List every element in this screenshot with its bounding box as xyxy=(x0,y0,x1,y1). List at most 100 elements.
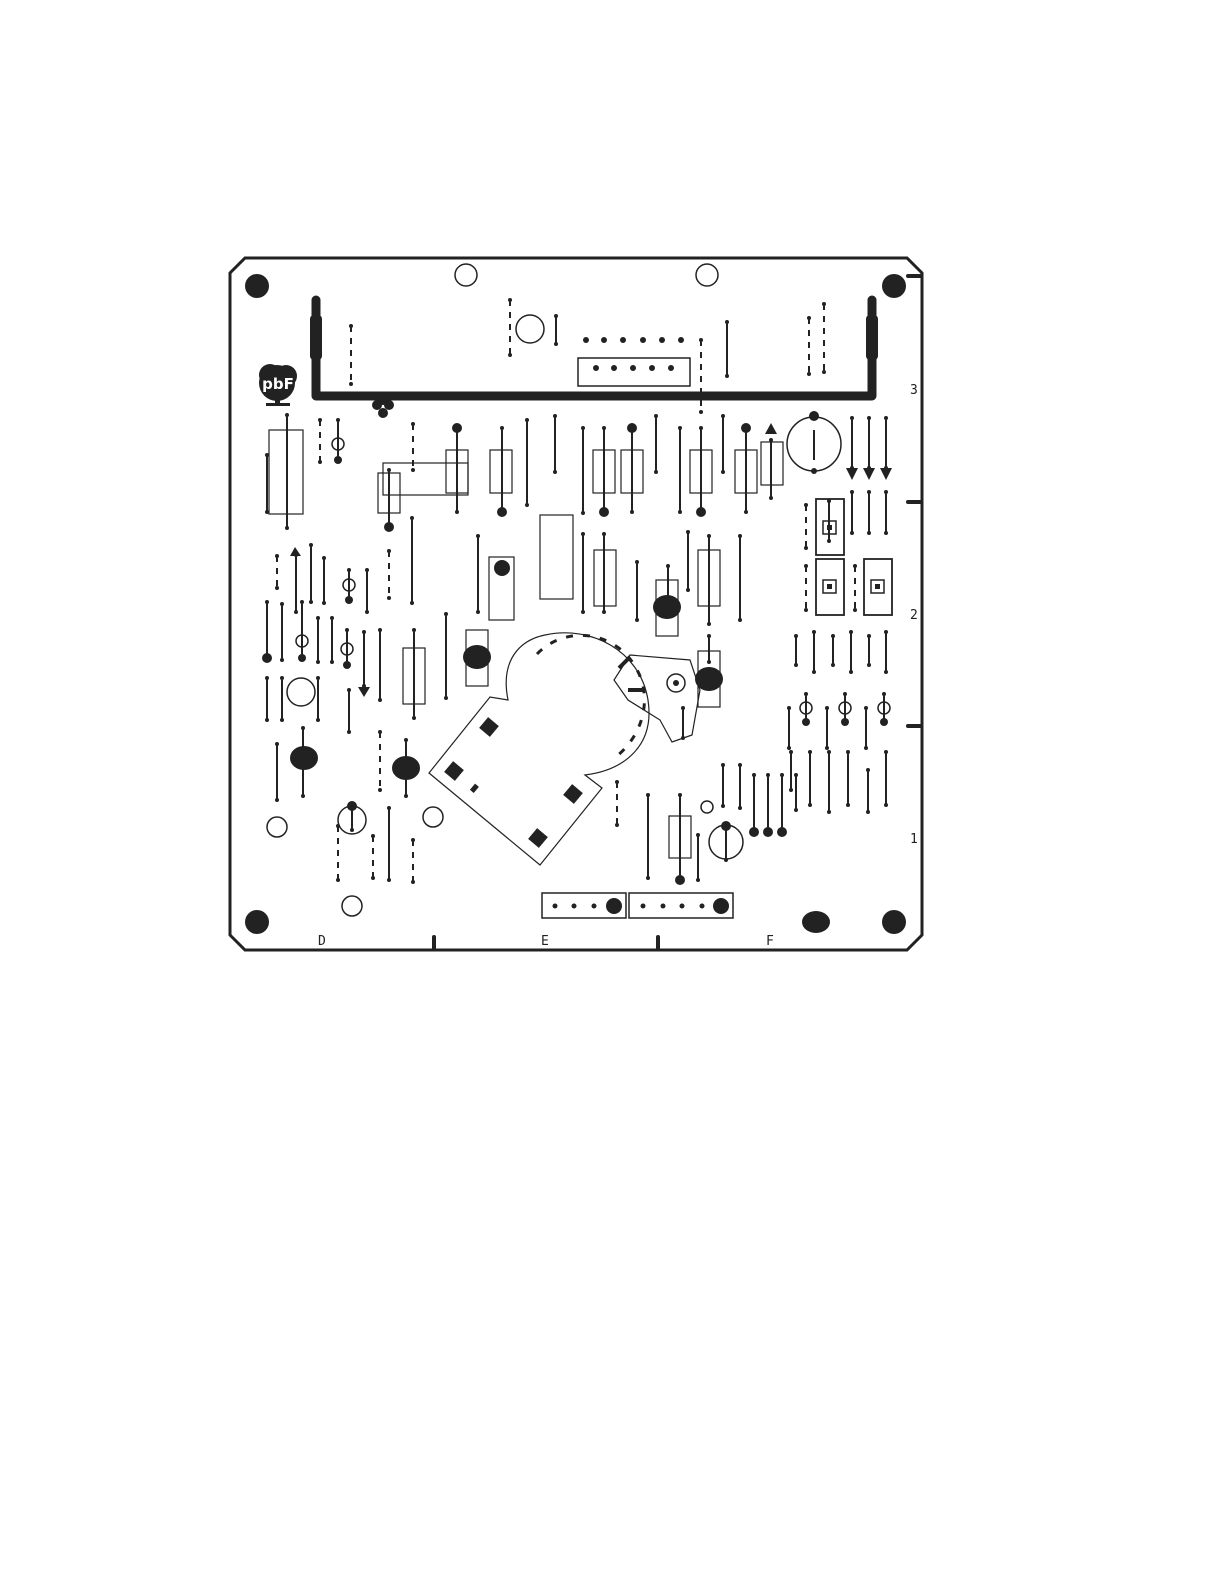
trace-pad xyxy=(412,716,416,720)
trace-pad xyxy=(738,806,742,810)
pbf-logo: pbF xyxy=(259,364,297,406)
trace-pad xyxy=(350,828,354,832)
trace-pad xyxy=(345,596,353,604)
trace-pad xyxy=(318,418,322,422)
trace-pad xyxy=(696,833,700,837)
trace-pad xyxy=(275,742,279,746)
open-holes xyxy=(455,264,718,286)
trace-pad xyxy=(581,610,585,614)
trace-pad xyxy=(322,601,326,605)
trace-pad xyxy=(300,600,304,604)
trace-pad xyxy=(410,516,414,520)
trace-pad xyxy=(807,372,811,376)
trace-pad xyxy=(741,423,751,433)
trace-pad xyxy=(362,684,366,688)
trace-pad xyxy=(285,413,289,417)
trace-pad xyxy=(884,416,888,420)
trace-pad xyxy=(827,750,831,754)
column-labels: D E F xyxy=(318,934,774,949)
trace-pad xyxy=(867,531,871,535)
pot-outline xyxy=(614,655,700,742)
trace-pad xyxy=(827,810,831,814)
trace-pad xyxy=(615,823,619,827)
trace-pad xyxy=(265,600,269,604)
trace-pad xyxy=(654,414,658,418)
bracket-trace xyxy=(316,300,872,396)
connector-bottom-right xyxy=(629,893,733,918)
trace-pad xyxy=(721,804,725,808)
trace-pad xyxy=(678,793,682,797)
connector-top xyxy=(578,337,690,386)
trace-pad xyxy=(696,878,700,882)
trace-pad xyxy=(867,490,871,494)
trace-pad xyxy=(678,426,682,430)
trace-pad xyxy=(411,422,415,426)
trace-pad xyxy=(769,438,773,442)
trace-pad xyxy=(804,608,808,612)
trace-pad xyxy=(846,750,850,754)
trace-pad xyxy=(707,622,711,626)
trace-pad xyxy=(336,418,340,422)
trace-pad xyxy=(794,773,798,777)
trace-pad xyxy=(508,298,512,302)
trace-pad xyxy=(371,834,375,838)
trace-pad xyxy=(387,549,391,553)
trace-pad xyxy=(365,568,369,572)
trace-pad xyxy=(630,510,634,514)
trace-pad xyxy=(738,763,742,767)
trace-pad xyxy=(804,503,808,507)
trace-pad xyxy=(316,718,320,722)
trace-pad xyxy=(404,794,408,798)
trace-pad xyxy=(841,718,849,726)
trace-pad xyxy=(508,353,512,357)
trace-pad xyxy=(635,560,639,564)
trace-pad xyxy=(808,750,812,754)
trace-pad xyxy=(725,320,729,324)
trace-pad xyxy=(882,692,886,696)
trace-pad xyxy=(581,511,585,515)
trace-pad xyxy=(378,698,382,702)
logo-text: pbF xyxy=(262,375,294,393)
trace-pad xyxy=(334,456,342,464)
trace-pad xyxy=(455,510,459,514)
trace-pad xyxy=(384,522,394,532)
trace-pad xyxy=(752,773,756,777)
trace-pad xyxy=(867,416,871,420)
trace-pad xyxy=(444,696,448,700)
trace-pad xyxy=(280,718,284,722)
trace-pad xyxy=(699,410,703,414)
trace-pad xyxy=(411,838,415,842)
trace-pad xyxy=(371,876,375,880)
row-label-3: 3 xyxy=(910,383,918,398)
trace-pad xyxy=(884,630,888,634)
trace-pad xyxy=(387,596,391,600)
trace-pad xyxy=(275,798,279,802)
trace-pad xyxy=(721,414,725,418)
trace-pad xyxy=(309,543,313,547)
trace-pad xyxy=(602,532,606,536)
trace-pad xyxy=(602,426,606,430)
trace-pad xyxy=(777,827,787,837)
trace-pad xyxy=(265,718,269,722)
trace-pad xyxy=(387,468,391,472)
trace-pad xyxy=(330,616,334,620)
trace-pad xyxy=(347,730,351,734)
trace-pad xyxy=(866,810,870,814)
trace-pad xyxy=(322,556,326,560)
trace-pad xyxy=(707,634,711,638)
trace-pad xyxy=(330,660,334,664)
trace-pad xyxy=(301,794,305,798)
trace-pad xyxy=(553,414,557,418)
trace-pad xyxy=(789,788,793,792)
connector-bottom-left xyxy=(542,893,626,918)
trace-pad xyxy=(581,532,585,536)
heatsink-dashes xyxy=(537,635,644,760)
trace-pad xyxy=(850,416,854,420)
trace-pad xyxy=(316,676,320,680)
trace-pad xyxy=(763,827,773,837)
trace-pad xyxy=(280,658,284,662)
trace-pad xyxy=(301,726,305,730)
trace-pad xyxy=(807,316,811,320)
trace-pad xyxy=(827,539,831,543)
